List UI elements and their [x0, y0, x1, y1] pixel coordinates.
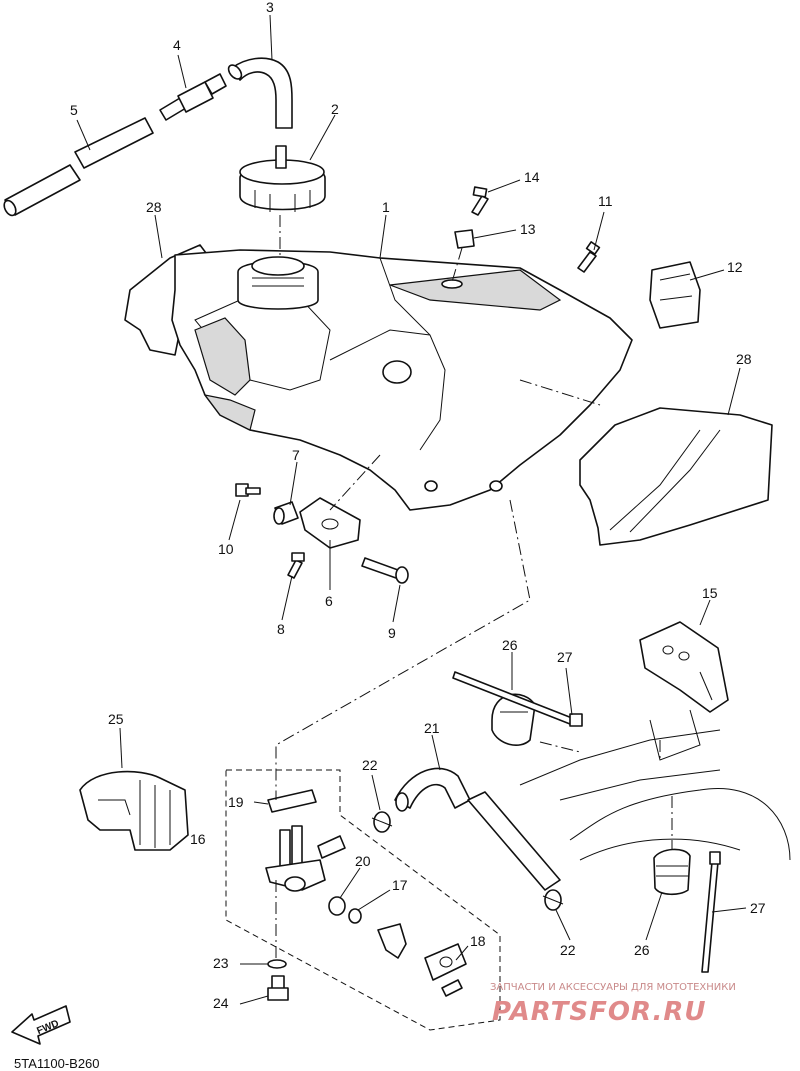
frame-tubes — [519, 709, 791, 861]
fwd-arrow-icon: FWD — [11, 1005, 71, 1045]
callout-13: 13 — [520, 221, 536, 237]
guard-part-15 — [639, 621, 729, 713]
callout-22-lower: 22 — [560, 942, 576, 958]
callout-28-right: 28 — [736, 351, 752, 367]
bolt-part-9 — [361, 557, 409, 584]
fuel-tank-part-1 — [171, 249, 633, 511]
clamp-lower-part-22 — [542, 889, 564, 911]
cable-tie-lower-part-26 — [701, 851, 721, 973]
clamp-upper-part-22 — [371, 811, 393, 833]
bent-hose-part-3 — [227, 57, 293, 129]
callout-24: 24 — [213, 995, 229, 1011]
callout-28-left: 28 — [146, 199, 162, 215]
callout-10: 10 — [218, 541, 234, 557]
fitting-part-4 — [159, 73, 227, 121]
callout-8: 8 — [277, 621, 285, 637]
diagram-code: 5TA1100-B260 — [14, 1056, 100, 1071]
callout-5: 5 — [70, 102, 78, 118]
callout-26-lower: 27 — [750, 900, 766, 916]
washer-part-23 — [267, 959, 287, 969]
callout-labels: 3 4 5 2 28 1 14 13 11 12 28 7 10 6 8 9 1… — [70, 0, 766, 1011]
bracket-part-6 — [299, 497, 361, 549]
leader-lines — [76, 14, 747, 1005]
fuel-cock-part-16 — [265, 825, 346, 892]
fuel-cap-part-2 — [239, 145, 326, 212]
callout-26-upper: 27 — [557, 649, 573, 665]
collar-part-7 — [273, 501, 299, 525]
callout-23: 23 — [213, 955, 229, 971]
callout-4: 4 — [173, 37, 181, 53]
bolt-part-10 — [235, 483, 261, 497]
callout-19: 19 — [228, 794, 244, 810]
callout-22-upper: 22 — [362, 757, 378, 773]
callout-7: 7 — [292, 447, 300, 463]
callout-12: 12 — [727, 259, 743, 275]
band-lower-part-25 — [653, 848, 691, 896]
watermark: ЗАПЧАСТИ И АКСЕССУАРЫ ДЛЯ МОТОТЕХНИКИ PA… — [490, 982, 736, 1027]
clip-part-12 — [649, 261, 701, 329]
fuel-hose-part-21 — [394, 767, 561, 891]
callout-15: 15 — [702, 585, 718, 601]
screw-part-14 — [471, 186, 489, 216]
guard-part-27 — [79, 770, 189, 851]
kit-boundary-part-16 — [225, 769, 501, 1031]
callout-6: 6 — [325, 593, 333, 609]
callout-3: 3 — [266, 0, 274, 15]
callout-25-lower: 26 — [634, 942, 650, 958]
watermark-brand: PARTSFOR.RU — [492, 997, 706, 1027]
callout-14: 14 — [524, 169, 540, 185]
side-cover-right-part-28 — [579, 407, 773, 546]
callout-21: 21 — [424, 720, 440, 736]
oring-part-17 — [348, 908, 362, 924]
callout-25-upper: 26 — [502, 637, 518, 653]
callout-27: 25 — [108, 711, 124, 727]
plate-part-18 — [424, 943, 467, 997]
callout-2: 2 — [331, 101, 339, 117]
callout-17: 17 — [392, 877, 408, 893]
oring-part-20 — [328, 896, 346, 916]
lever — [377, 923, 407, 959]
callout-9: 9 — [388, 625, 396, 641]
callout-16: 16 — [190, 831, 206, 847]
watermark-tagline: ЗАПЧАСТИ И АКСЕССУАРЫ ДЛЯ МОТОТЕХНИКИ — [490, 982, 736, 993]
callout-18: 18 — [470, 933, 486, 949]
label-part-19 — [267, 789, 317, 813]
cable-tie-upper-part-26 — [452, 671, 583, 727]
hose-part-5 — [3, 117, 154, 217]
callout-20: 20 — [355, 853, 371, 869]
bolt-part-11 — [577, 241, 601, 273]
bolt-part-24 — [267, 975, 289, 1001]
grommet-part-13 — [454, 229, 475, 249]
callout-1: 1 — [382, 199, 390, 215]
callout-11: 11 — [598, 193, 613, 209]
bolt-part-8 — [287, 552, 305, 579]
